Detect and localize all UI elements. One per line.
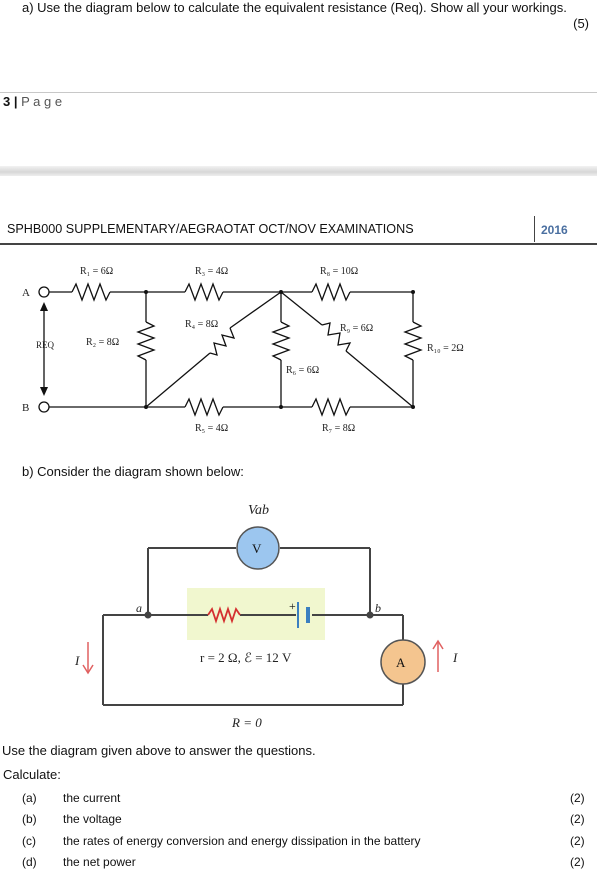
r2-label: R₂ = 8Ω [86,337,119,348]
page-number: 3 | [3,94,18,109]
page-footer: 3 | P a g e [3,94,62,109]
item-a-label: (a) [22,791,37,805]
voltmeter-symbol: V [252,541,262,556]
r1-label: R₁ = 6Ω [80,266,113,277]
item-b-label: (b) [22,812,37,826]
instruction-calculate: Calculate: [3,767,61,782]
item-b-marks: (2) [570,812,585,826]
header-rule [0,243,597,245]
r6-label: R₆ = 6Ω [286,365,319,376]
r9-label: R₉ = 6Ω [340,323,373,334]
page-break-band [0,166,597,176]
question-a-marks: (5) [573,16,589,31]
battery-circuit-diagram: + V Vab A a b r = 2 Ω, ℰ = 12 V R = 0 I … [74,503,458,730]
item-d-text: the net power [63,855,136,869]
item-a-text: the current [63,791,121,805]
r4-label: R₄ = 8Ω [185,319,218,330]
exam-year: 2016 [534,216,577,242]
page-label: P a g e [21,94,63,109]
r3-label: R₃ = 4Ω [195,266,228,277]
terminal-b-label: B [22,402,29,414]
resistor-network-diagram: A B REQ R₁ = 6Ω R₂ = 8Ω R₃ = 4Ω R₄ = 8Ω … [22,266,464,434]
current-right-label: I [452,650,458,665]
req-label: REQ [36,340,55,350]
r7-label: R₇ = 8Ω [322,423,355,434]
page-divider [0,92,597,93]
ammeter-symbol: A [396,655,406,670]
battery-label: r = 2 Ω, ℰ = 12 V [200,650,292,665]
exam-header-title: SPHB000 SUPPLEMENTARY/AEGRAOTAT OCT/NOV … [7,222,414,236]
node-a-label: a [136,601,142,615]
ammeter-icon [380,639,426,685]
item-a-marks: (2) [570,791,585,805]
item-d-marks: (2) [570,855,585,869]
node-b-label: b [375,601,381,615]
vab-label: Vab [248,503,269,518]
voltmeter-icon [236,526,280,570]
current-left-label: I [74,653,80,668]
item-c-label: (c) [22,834,36,848]
item-c-text: the rates of energy conversion and energ… [63,834,421,848]
item-b-text: the voltage [63,812,122,826]
terminal-a-label: A [22,287,30,299]
instruction-use: Use the diagram given above to answer th… [2,743,316,758]
battery-plus-sign: + [289,599,296,613]
r8-label: R₈ = 10Ω [320,266,358,277]
question-b-text: b) Consider the diagram shown below: [22,464,244,479]
item-c-marks: (2) [570,834,585,848]
item-d-label: (d) [22,855,37,869]
r10-label: R₁₀ = 2Ω [427,343,464,354]
r5-label: R₅ = 4Ω [195,423,228,434]
question-a-text: a) Use the diagram below to calculate th… [22,0,567,15]
resistance-label: R = 0 [231,715,262,730]
